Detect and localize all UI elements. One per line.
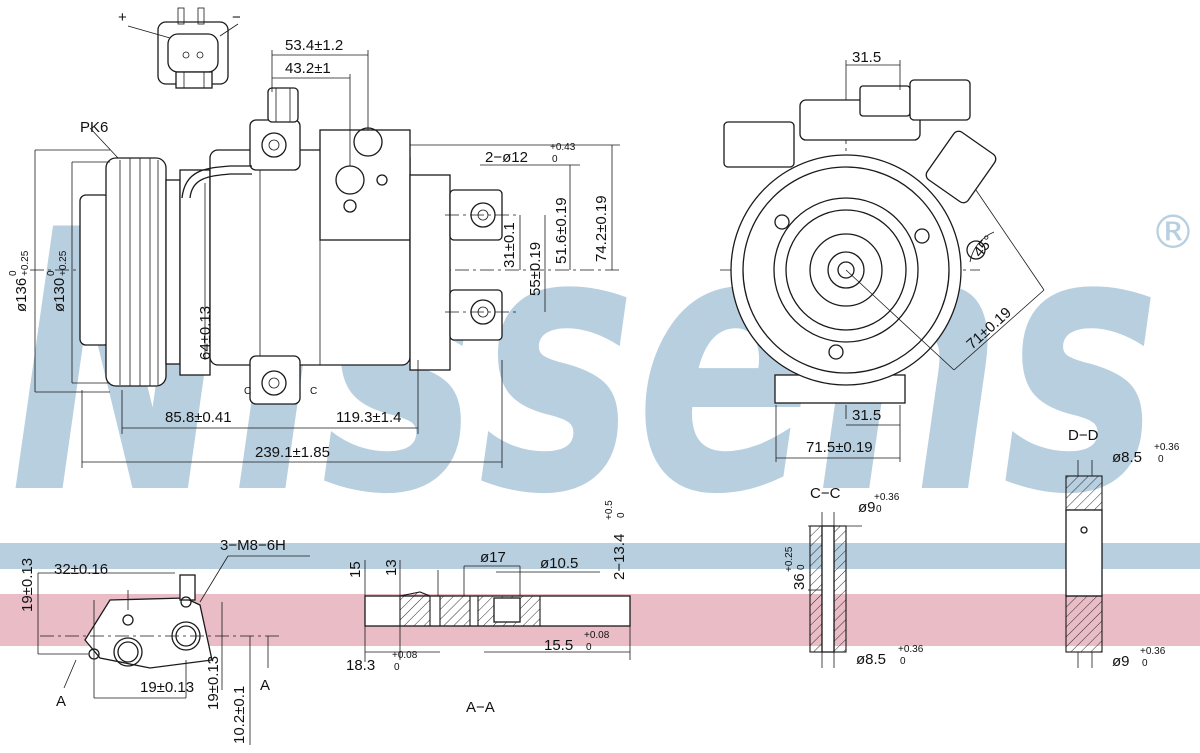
dim-15: 15 bbox=[347, 561, 364, 578]
front-view: PK6 ø136 0 +0.25 ø130 0 +0.25 64±0.13 85… bbox=[8, 37, 620, 468]
dim-dia-17: ø17 bbox=[480, 549, 506, 566]
dim-dia-136: ø136 bbox=[13, 278, 30, 312]
dim-dd-dia-9-tol-upper: +0.36 bbox=[1140, 646, 1166, 657]
marker-a-right: A bbox=[260, 677, 270, 694]
dim-19-bottom: 19±0.13 bbox=[140, 679, 194, 696]
marker-c-right: C bbox=[310, 386, 317, 397]
dim-dd-dia-8-5-tol-lower: 0 bbox=[1158, 454, 1164, 465]
dim-hole-tol-lower: 0 bbox=[552, 154, 558, 165]
dim-43-2: 43.2±1 bbox=[285, 60, 331, 77]
dim-31-5-bottom: 31.5 bbox=[852, 407, 881, 424]
dim-31-5-top: 31.5 bbox=[852, 49, 881, 66]
section-c-c: C−C ø9 +0.36 0 36 +0.25 0 ø8.5 +0.36 0 bbox=[784, 485, 924, 668]
dim-dia-136-tol-upper: 0 bbox=[8, 270, 19, 276]
dim-cc-36-tol-upper: +0.25 bbox=[784, 546, 795, 572]
dim-55: 55±0.19 bbox=[527, 242, 544, 296]
dim-18-3: 18.3 bbox=[346, 657, 375, 674]
dim-51-6: 51.6±0.19 bbox=[553, 197, 570, 264]
dim-2-13-4-tol-upper: +0.5 bbox=[604, 500, 615, 520]
dim-119-3: 119.3±1.4 bbox=[336, 409, 402, 426]
dim-cc-36: 36 bbox=[791, 573, 808, 590]
dim-31: 31±0.1 bbox=[501, 222, 518, 268]
section-d-d: D−D ø8.5 +0.36 0 ø9 +0.36 0 bbox=[1065, 427, 1180, 670]
blue-band bbox=[0, 543, 1200, 569]
connector-detail: + − bbox=[118, 7, 241, 89]
dim-dd-dia-9-tol-lower: 0 bbox=[1142, 658, 1148, 669]
flange-detail: 3−M8−6H 32±0.16 19±0.13 19±0.13 19±0.13 … bbox=[19, 537, 310, 745]
dim-239-1: 239.1±1.85 bbox=[255, 444, 330, 461]
dim-dia-130-tol-lower: +0.25 bbox=[58, 250, 69, 276]
dim-19-right: 19±0.13 bbox=[205, 656, 222, 710]
section-dd-title: D−D bbox=[1068, 427, 1099, 444]
dim-53-4: 53.4±1.2 bbox=[285, 37, 343, 54]
dim-thread: 3−M8−6H bbox=[220, 537, 286, 554]
connector-plus: + bbox=[118, 9, 127, 26]
connector-minus: − bbox=[232, 9, 241, 26]
dim-32: 32±0.16 bbox=[54, 561, 108, 578]
dim-15-5-tol-lower: 0 bbox=[586, 642, 592, 653]
dim-64: 64±0.13 bbox=[197, 306, 214, 360]
dim-10-2: 10.2±0.1 bbox=[231, 686, 248, 744]
dim-13: 13 bbox=[383, 559, 400, 576]
dim-dia-130-tol-upper: 0 bbox=[46, 270, 57, 276]
marker-c-left: C bbox=[244, 386, 251, 397]
dim-dd-dia-8-5-tol-upper: +0.36 bbox=[1154, 442, 1180, 453]
dim-19-left: 19±0.13 bbox=[19, 558, 36, 612]
dim-74-2: 74.2±0.19 bbox=[593, 195, 610, 262]
dim-2-13-4-tol-lower: 0 bbox=[616, 512, 627, 518]
dim-2-13-4: 2−13.4 bbox=[611, 534, 628, 580]
dim-cc-36-tol-lower: 0 bbox=[796, 564, 807, 570]
section-a-a: 15 13 ø17 ø10.5 18.3 +0.08 0 15.5 +0.08 … bbox=[346, 500, 631, 716]
dim-cc-dia-8-5-tol-upper: +0.36 bbox=[898, 644, 924, 655]
dim-85-8: 85.8±0.41 bbox=[165, 409, 232, 426]
dim-dia-10-5: ø10.5 bbox=[540, 555, 578, 572]
dim-dia-136-tol-lower: +0.25 bbox=[20, 250, 31, 276]
dim-15-5-tol-upper: +0.08 bbox=[584, 630, 610, 641]
dim-cc-dia-8-5-tol-lower: 0 bbox=[900, 656, 906, 667]
marker-a-left: A bbox=[56, 693, 66, 710]
dim-hole-tol-upper: +0.43 bbox=[550, 142, 576, 153]
label-pk6: PK6 bbox=[80, 119, 108, 136]
dim-dd-dia-9: ø9 bbox=[1112, 653, 1130, 670]
dim-dia-130: ø130 bbox=[51, 278, 68, 312]
dim-18-3-tol-upper: +0.08 bbox=[392, 650, 418, 661]
dim-dd-dia-8-5: ø8.5 bbox=[1112, 449, 1142, 466]
registered-mark: ® bbox=[1150, 205, 1196, 259]
dim-cc-dia-8-5: ø8.5 bbox=[856, 651, 886, 668]
dim-cc-dia-9-tol-lower: 0 bbox=[876, 504, 882, 515]
section-aa-title: A−A bbox=[466, 699, 495, 716]
dim-18-3-tol-lower: 0 bbox=[394, 662, 400, 673]
dim-71-5: 71.5±0.19 bbox=[806, 439, 873, 456]
dim-cc-dia-9: ø9 bbox=[858, 499, 876, 516]
dim-15-5: 15.5 bbox=[544, 637, 573, 654]
section-cc-title: C−C bbox=[810, 485, 841, 502]
dim-cc-dia-9-tol-upper: +0.36 bbox=[874, 492, 900, 503]
dim-hole-spec: 2−ø12 bbox=[485, 149, 528, 166]
